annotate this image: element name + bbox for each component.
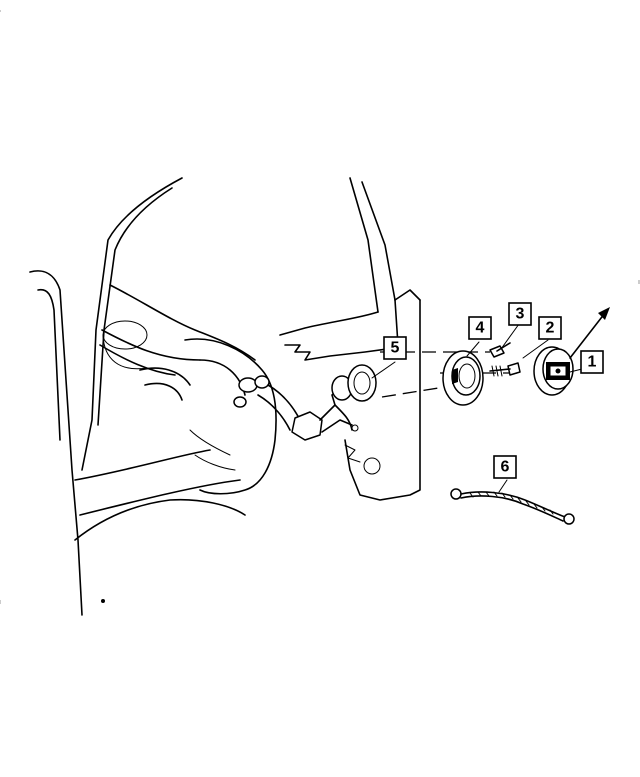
filler-housing-bezel [442, 350, 484, 406]
filler-neck-tube [233, 364, 377, 441]
fuel-cap [533, 307, 610, 396]
callout-6-label: 6 [501, 459, 510, 476]
fuel-door-frame [279, 177, 421, 501]
callout-3-label: 3 [516, 306, 525, 323]
callout-1-label: 1 [588, 354, 597, 371]
callout-4-label: 4 [476, 320, 485, 337]
callout-3: 3 [508, 302, 532, 326]
callout-5: 5 [383, 336, 407, 360]
vehicle-body [29, 177, 277, 616]
callout-6: 6 [493, 455, 517, 479]
callout-4: 4 [468, 316, 492, 340]
ground-strap [450, 488, 575, 525]
callout-1: 1 [580, 350, 604, 374]
callout-2-label: 2 [546, 320, 555, 337]
leader-lines [371, 323, 583, 493]
callout-5-label: 5 [391, 340, 400, 357]
callout-2: 2 [538, 316, 562, 340]
screws [489, 342, 521, 377]
page-edge-marks [0, 10, 640, 604]
